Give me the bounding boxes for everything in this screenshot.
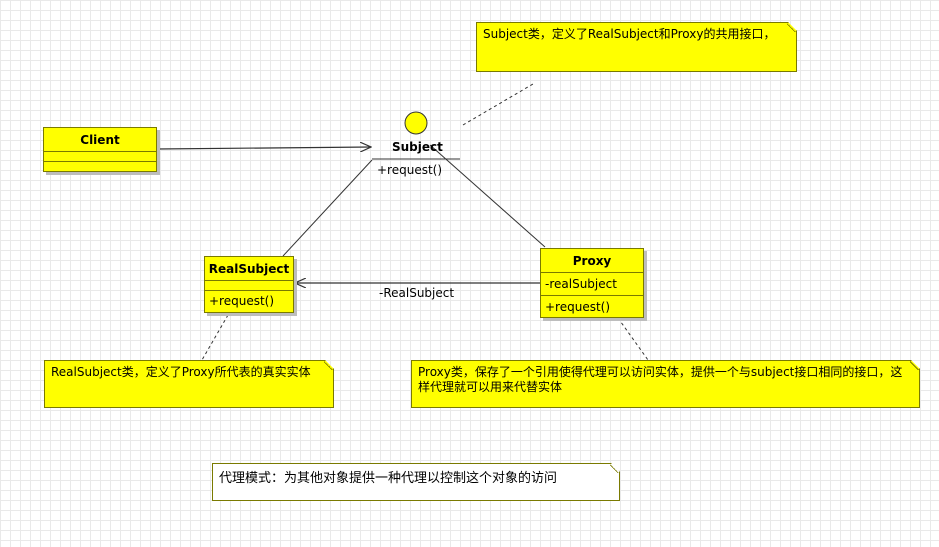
client-operations (44, 162, 156, 171)
realsubject-operation: +request() (209, 294, 275, 308)
association-label[interactable]: -RealSubject (379, 286, 455, 300)
note-fold-icon (787, 23, 796, 32)
subject-name[interactable]: Subject (392, 140, 443, 154)
pattern-note[interactable]: 代理模式：为其他对象提供一种代理以控制这个对象的访问 (212, 463, 620, 501)
realsubject-note[interactable]: RealSubject类，定义了Proxy所代表的真实实体 (44, 360, 334, 408)
proxy-attribute: -realSubject (541, 273, 643, 296)
proxy-note-anchor (617, 317, 649, 361)
subject-note[interactable]: Subject类，定义了RealSubject和Proxy的共用接口， (476, 22, 797, 72)
realsubject-attributes (205, 281, 293, 291)
note-fold-icon (610, 464, 619, 473)
proxy-operation: +request() (545, 300, 611, 314)
realsubject-note-text: RealSubject类，定义了Proxy所代表的真实实体 (51, 365, 311, 379)
client-class[interactable]: Client (43, 127, 157, 172)
proxy-to-subject-line (429, 144, 546, 248)
realsubject-class-name: RealSubject (205, 257, 293, 281)
client-class-name: Client (44, 128, 156, 152)
realsubject-to-subject-line (282, 159, 373, 257)
note-fold-icon (910, 361, 919, 370)
subject-note-anchor (462, 83, 534, 126)
note-fold-icon (324, 361, 333, 370)
subject-operation[interactable]: +request() (377, 163, 443, 177)
subject-interface-icon (404, 111, 428, 135)
client-attributes (44, 152, 156, 162)
subject-note-text: Subject类，定义了RealSubject和Proxy的共用接口， (483, 27, 776, 41)
proxy-class-name: Proxy (541, 249, 643, 273)
proxy-note[interactable]: Proxy类，保存了一个引用使得代理可以访问实体，提供一个与subject接口相… (411, 360, 920, 408)
realsubject-note-anchor (201, 314, 229, 361)
client-to-subject-arrow (156, 147, 371, 149)
proxy-class[interactable]: Proxy -realSubject +request() (540, 248, 644, 318)
pattern-note-text: 代理模式：为其他对象提供一种代理以控制这个对象的访问 (219, 471, 558, 486)
proxy-note-text: Proxy类，保存了一个引用使得代理可以访问实体，提供一个与subject接口相… (418, 365, 903, 394)
realsubject-class[interactable]: RealSubject +request() (204, 256, 294, 313)
